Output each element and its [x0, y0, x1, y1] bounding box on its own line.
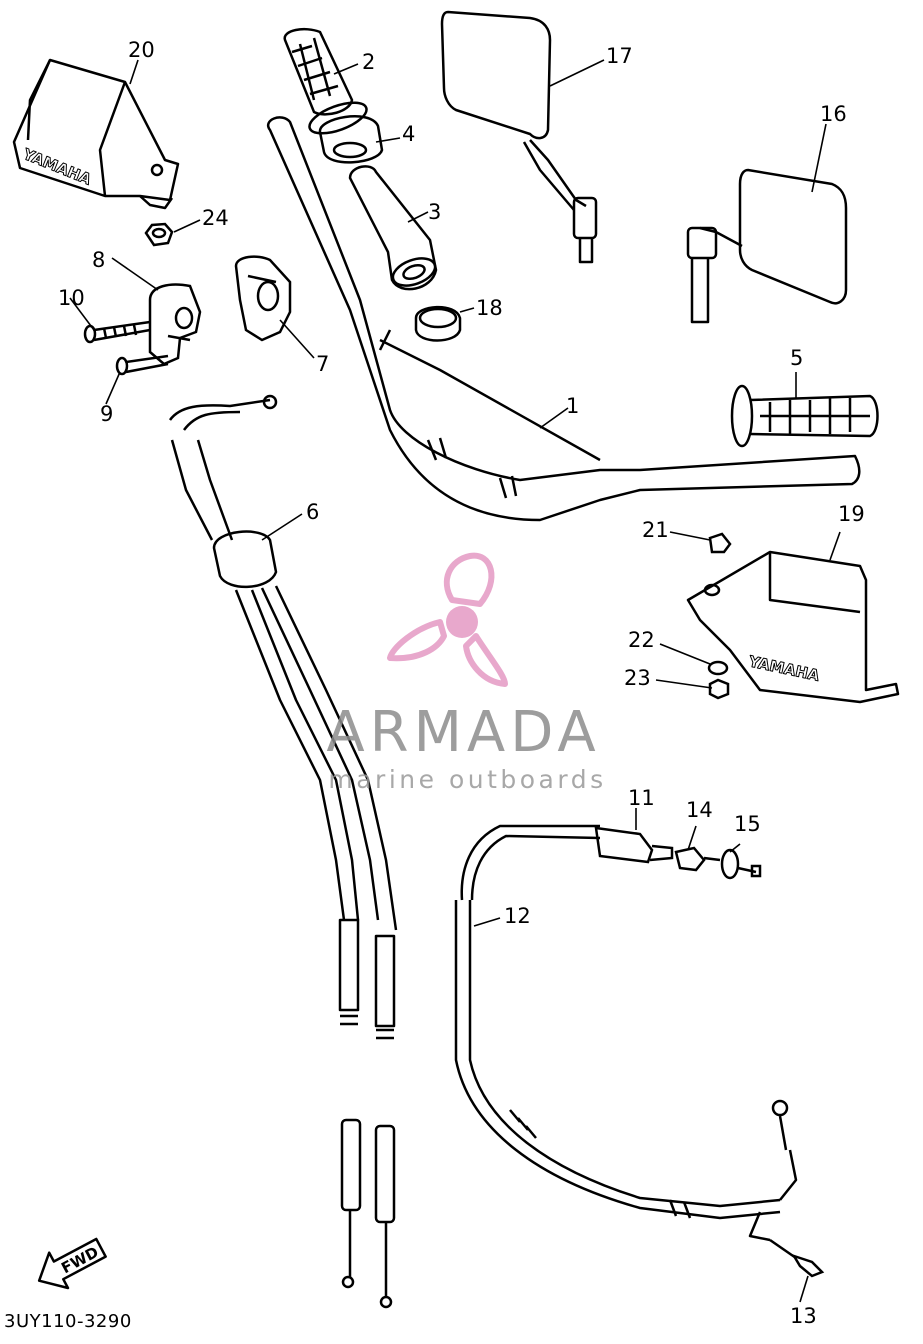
- part-2-grip: [283, 28, 368, 135]
- part-15-nut: [720, 848, 762, 880]
- part-10-screw: [83, 320, 151, 344]
- watermark-title: ARMADA: [326, 700, 601, 765]
- drawing-code: 3UY110-3290: [4, 1311, 132, 1332]
- part-3-throttle-tube: [348, 165, 438, 291]
- part-13-bolt: [769, 1238, 825, 1278]
- part-14-locknut: [674, 846, 721, 872]
- callout-part-19: 19: [838, 502, 865, 526]
- part-6-throttle-cables: [168, 394, 398, 1309]
- callout-part-1: 1: [566, 394, 580, 418]
- callout-part-20: 20: [128, 38, 155, 62]
- watermark-subtitle: marine outboards: [328, 765, 607, 794]
- callout-part-23: 23: [624, 666, 651, 690]
- callout-part-7: 7: [316, 352, 330, 376]
- callout-part-6: 6: [306, 500, 320, 524]
- callout-part-8: 8: [92, 248, 106, 272]
- part-4-collar: [318, 115, 384, 164]
- fwd-arrow-icon: FWD: [37, 1237, 107, 1290]
- part-16-mirror: [686, 168, 848, 324]
- callout-part-2: 2: [362, 50, 376, 74]
- part-22-washer: [707, 660, 729, 676]
- propeller-logo: [387, 552, 508, 687]
- callout-part-13: 13: [790, 1304, 817, 1328]
- callout-part-5: 5: [790, 346, 804, 370]
- part-5-left-grip: [730, 384, 879, 448]
- callout-part-10: 10: [58, 286, 85, 310]
- callout-part-3: 3: [428, 200, 442, 224]
- part-24-nut: [144, 222, 174, 247]
- callout-part-4: 4: [402, 122, 416, 146]
- part-23-nut: [708, 678, 730, 700]
- callout-part-17: 17: [606, 44, 633, 68]
- callout-part-9: 9: [100, 402, 114, 426]
- part-9-screw: [115, 354, 169, 376]
- callout-part-16: 16: [820, 102, 847, 126]
- part-11-adjuster: [594, 826, 674, 864]
- callout-part-15: 15: [734, 812, 761, 836]
- callout-part-18: 18: [476, 296, 503, 320]
- part-8-lever-holder: [148, 283, 202, 366]
- callout-part-21: 21: [642, 518, 669, 542]
- part-20-left-hand-guard: YAMAHA: [12, 58, 180, 210]
- part-1-handlebar: [266, 116, 861, 522]
- callout-part-22: 22: [628, 628, 655, 652]
- part-7-switch-housing: [234, 255, 292, 342]
- callout-part-11: 11: [628, 786, 655, 810]
- callout-part-14: 14: [686, 798, 713, 822]
- part-12-clutch-cable: [454, 824, 798, 1242]
- callout-part-12: 12: [504, 904, 531, 928]
- part-18-ring: [414, 305, 462, 342]
- left-guard-brand-text: YAMAHA: [20, 145, 95, 189]
- part-21-bolt: [708, 532, 732, 554]
- callout-part-24: 24: [202, 206, 229, 230]
- leader-lines: [69, 59, 841, 1303]
- part-17-mirror: [440, 10, 598, 264]
- right-guard-brand-text: YAMAHA: [746, 652, 821, 685]
